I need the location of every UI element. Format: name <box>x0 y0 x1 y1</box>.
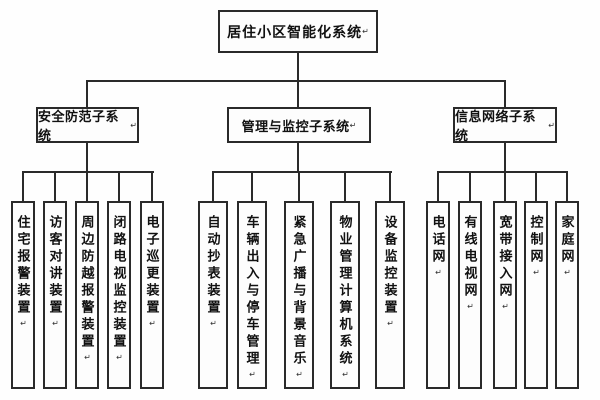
paragraph-mark: ↵ <box>295 370 304 379</box>
leaf-label: 住宅报警装置 <box>15 215 31 317</box>
connector-leaf-stub <box>22 171 24 202</box>
connector-group3-stub <box>504 143 506 172</box>
leaf-label: 紧急广播与背景音乐 <box>291 215 307 368</box>
connector-group3-hline <box>437 171 567 173</box>
subsystem-label: 管理与监控子系统 <box>241 118 350 134</box>
leaf-label: 宽带接入网 <box>497 215 513 300</box>
paragraph-mark: ↵ <box>115 353 124 362</box>
connector-root-stub <box>297 53 299 81</box>
connector-leaf-stub <box>86 171 88 202</box>
leaf-label: 周边防越报警装置 <box>79 215 95 351</box>
paragraph-mark: ↵ <box>349 120 357 130</box>
connector-leaf-stub <box>535 171 537 202</box>
leaf-label: 闭路电视监控装置 <box>111 215 127 351</box>
leaf-label: 有线电视网 <box>462 215 478 300</box>
connector-group1-hline <box>22 171 154 173</box>
connector-drop-group1 <box>86 80 88 107</box>
leaf-label: 访客对讲装置 <box>47 215 63 317</box>
leaf-label: 家庭网 <box>559 215 575 266</box>
paragraph-mark: ↵ <box>434 268 443 277</box>
connector-group1-stub <box>86 143 88 172</box>
connector-drop-group2 <box>297 80 299 107</box>
subsystem-label: 安全防范子系统 <box>38 109 120 143</box>
leaf-node: 物业管理计算机系统 ↵ <box>330 201 360 389</box>
paragraph-mark: ↵ <box>148 319 157 328</box>
leaf-node: 设备监控装置 ↵ <box>375 201 405 389</box>
connector-leaf-stub <box>437 171 439 202</box>
connector-leaf-stub <box>212 171 214 202</box>
leaf-label: 电子巡更装置 <box>144 215 160 317</box>
leaf-node: 紧急广播与背景音乐 ↵ <box>284 201 314 389</box>
connector-leaf-stub <box>298 171 300 202</box>
leaf-node: 车辆出入与停车管理 ↵ <box>237 201 267 389</box>
connector-leaf-stub <box>151 171 153 202</box>
root-node: 居住小区智能化系统↵ <box>218 10 378 53</box>
paragraph-mark: ↵ <box>532 268 541 277</box>
leaf-node: 家庭网 ↵ <box>555 201 579 389</box>
leaf-node: 周边防越报警装置 ↵ <box>75 201 99 389</box>
paragraph-mark: ↵ <box>563 268 572 277</box>
paragraph-mark: ↵ <box>501 302 510 311</box>
paragraph-mark: ↵ <box>548 120 555 130</box>
connector-leaf-stub <box>566 171 568 202</box>
paragraph-mark: ↵ <box>19 319 28 328</box>
leaf-node: 访客对讲装置 ↵ <box>43 201 67 389</box>
paragraph-mark: ↵ <box>248 370 257 379</box>
connector-leaf-stub <box>469 171 471 202</box>
paragraph-mark: ↵ <box>386 319 395 328</box>
connector-leaf-stub <box>118 171 120 202</box>
leaf-label: 物业管理计算机系统 <box>337 215 353 368</box>
leaf-label: 设备监控装置 <box>382 215 398 317</box>
paragraph-mark: ↵ <box>51 319 60 328</box>
connector-drop-group3 <box>504 80 506 107</box>
paragraph-mark: ↵ <box>466 302 475 311</box>
connector-group2-hline <box>212 171 392 173</box>
leaf-label: 电话网 <box>430 215 446 266</box>
subsystem-label: 信息网络子系统 <box>455 109 537 143</box>
connector-leaf-stub <box>251 171 253 202</box>
leaf-label: 控制网 <box>528 215 544 266</box>
paragraph-mark: ↵ <box>83 353 92 362</box>
leaf-node: 闭路电视监控装置 ↵ <box>107 201 131 389</box>
subsystem-node-security: 安全防范子系统 ↵ <box>36 107 139 143</box>
paragraph-mark: ↵ <box>362 27 369 36</box>
leaf-label: 自动抄表装置 <box>205 215 221 317</box>
leaf-node: 电话网 ↵ <box>426 201 450 389</box>
connector-leaf-stub <box>54 171 56 202</box>
leaf-node: 住宅报警装置 ↵ <box>11 201 35 389</box>
connector-leaf-stub <box>389 171 391 202</box>
root-node-label: 居住小区智能化系统 <box>227 23 363 40</box>
leaf-node: 有线电视网 ↵ <box>458 201 482 389</box>
paragraph-mark: ↵ <box>341 370 350 379</box>
paragraph-mark: ↵ <box>130 120 137 130</box>
connector-leaf-stub <box>344 171 346 202</box>
leaf-node: 电子巡更装置 ↵ <box>140 201 164 389</box>
leaf-node: 自动抄表装置 ↵ <box>198 201 228 389</box>
subsystem-node-network: 信息网络子系统 ↵ <box>453 107 557 143</box>
subsystem-node-management: 管理与监控子系统↵ <box>227 107 371 143</box>
paragraph-mark: ↵ <box>209 319 218 328</box>
leaf-label: 车辆出入与停车管理 <box>244 215 260 368</box>
leaf-node: 宽带接入网 ↵ <box>493 201 517 389</box>
connector-level1-hline <box>86 80 506 82</box>
connector-group2-stub <box>297 143 299 172</box>
leaf-node: 控制网 ↵ <box>524 201 548 389</box>
connector-leaf-stub <box>504 171 506 202</box>
